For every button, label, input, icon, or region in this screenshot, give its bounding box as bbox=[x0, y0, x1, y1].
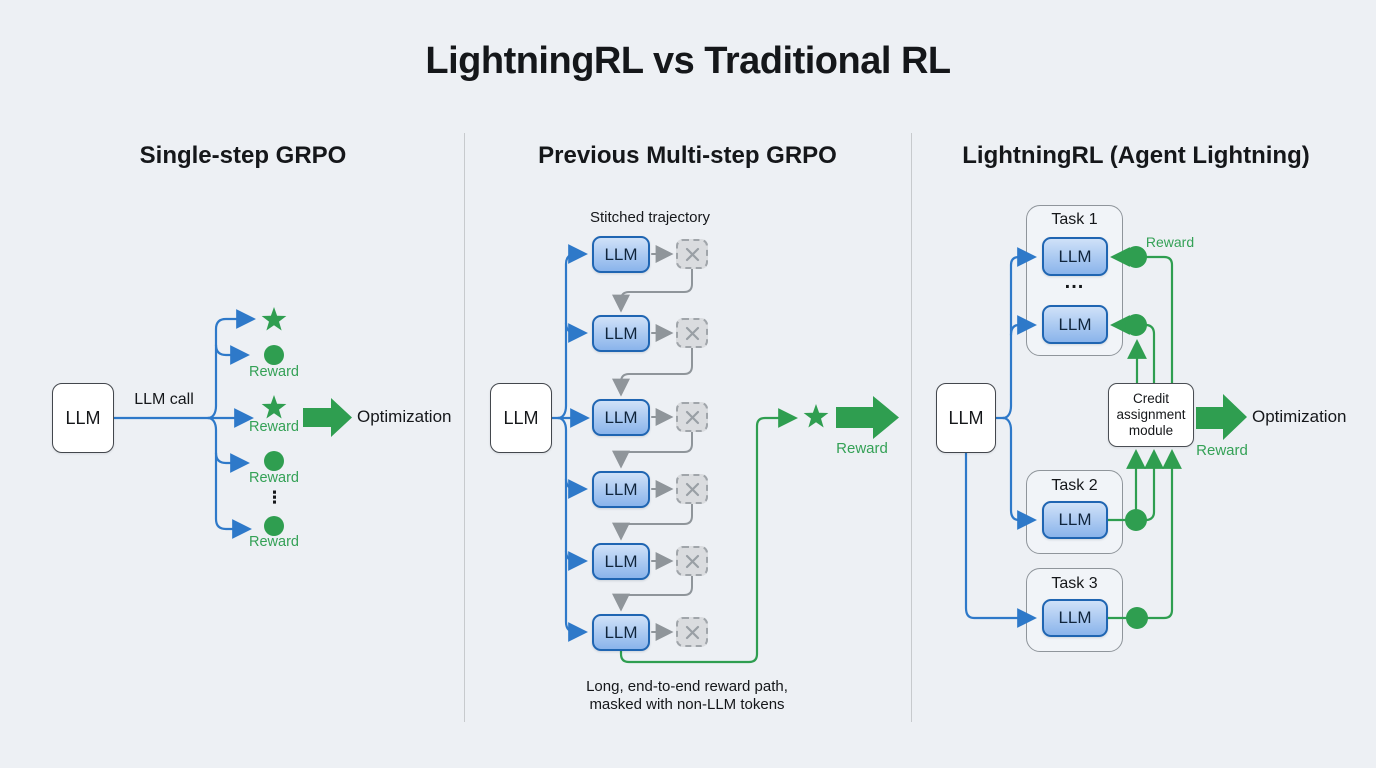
lightning-reward-connectors bbox=[1106, 247, 1182, 620]
single-step-reward-shapes bbox=[261, 307, 287, 536]
reward-label: Reward bbox=[1196, 442, 1248, 459]
star-icon bbox=[803, 404, 829, 428]
task1-llm-box: LLM bbox=[1042, 305, 1108, 344]
credit-assignment-module: Credit assignment module bbox=[1108, 383, 1194, 447]
llm-step-box: LLM bbox=[592, 543, 650, 580]
star-icon bbox=[261, 395, 287, 419]
masked-token-box bbox=[676, 239, 708, 269]
reward-label: Reward bbox=[249, 534, 299, 550]
llm-step-box: LLM bbox=[592, 236, 650, 273]
task2-label: Task 2 bbox=[1051, 477, 1098, 494]
optimization-arrow-icon bbox=[836, 396, 899, 439]
reward-label: Reward bbox=[249, 364, 299, 380]
panel-header-lightningrl: LightningRL (Agent Lightning) bbox=[962, 142, 1310, 169]
reward-label: Reward bbox=[836, 440, 888, 457]
task3-label: Task 3 bbox=[1051, 575, 1098, 592]
x-icon bbox=[685, 247, 699, 261]
caption-line-2: masked with non-LLM tokens bbox=[589, 696, 785, 713]
reward-label: Reward bbox=[249, 419, 299, 435]
optimization-arrow-icon bbox=[303, 398, 352, 437]
masked-token-box bbox=[676, 318, 708, 348]
panel-divider-right bbox=[911, 133, 912, 722]
multi-step-llm-box: LLM bbox=[490, 383, 552, 453]
llm-step-box: LLM bbox=[592, 471, 650, 508]
reward-circle-icon bbox=[264, 516, 284, 536]
masked-token-box bbox=[676, 474, 708, 504]
masked-token-box bbox=[676, 402, 708, 432]
reward-circle-icon bbox=[264, 345, 284, 365]
masked-token-box bbox=[676, 546, 708, 576]
llm-step-box: LLM bbox=[592, 399, 650, 436]
reward-circle-icon bbox=[1126, 607, 1148, 629]
lightning-llm-box: LLM bbox=[936, 383, 996, 453]
optimization-label: Optimization bbox=[1252, 407, 1347, 426]
x-icon bbox=[685, 554, 699, 568]
llm-call-label: LLM call bbox=[134, 391, 194, 408]
x-icon bbox=[685, 625, 699, 639]
single-step-sampling-connectors bbox=[112, 309, 256, 539]
optimization-arrow-icon bbox=[1196, 394, 1247, 440]
x-icon bbox=[685, 326, 699, 340]
lightning-sampling-connectors bbox=[964, 247, 1037, 628]
x-icon bbox=[685, 410, 699, 424]
end-to-end-reward-path bbox=[619, 408, 798, 664]
llm-step-box: LLM bbox=[592, 315, 650, 352]
optimization-label: Optimization bbox=[357, 407, 452, 426]
single-step-llm-box: LLM bbox=[52, 383, 114, 453]
ellipsis-label: ... bbox=[1064, 271, 1085, 293]
task1-label: Task 1 bbox=[1051, 211, 1098, 228]
reward-label: Reward bbox=[1145, 234, 1195, 250]
masked-token-connectors bbox=[612, 245, 693, 641]
task3-llm-box: LLM bbox=[1042, 599, 1108, 637]
vertical-ellipsis-icon: ⋮ bbox=[266, 488, 283, 507]
reward-circle-icon bbox=[1125, 314, 1147, 336]
stitched-trajectory-label: Stitched trajectory bbox=[589, 209, 711, 226]
task2-llm-box: LLM bbox=[1042, 501, 1108, 539]
page-title: LightningRL vs Traditional RL bbox=[425, 40, 951, 82]
reward-circle-icon bbox=[1125, 509, 1147, 531]
masked-token-box bbox=[676, 617, 708, 647]
lightning-reward-dots bbox=[1125, 246, 1148, 629]
star-icon bbox=[261, 307, 287, 331]
panel-header-multi-step: Previous Multi-step GRPO bbox=[538, 142, 837, 169]
task1-llm-box: LLM bbox=[1042, 237, 1108, 276]
reward-circle-icon bbox=[1125, 246, 1147, 268]
multi-step-sampling-connectors bbox=[550, 244, 590, 642]
reward-circle-icon bbox=[264, 451, 284, 471]
caption-line-1: Long, end-to-end reward path, bbox=[586, 678, 788, 695]
panel-header-single-step: Single-step GRPO bbox=[139, 142, 347, 169]
reward-label: Reward bbox=[249, 470, 299, 486]
panel-divider-left bbox=[464, 133, 465, 722]
llm-step-box: LLM bbox=[592, 614, 650, 651]
x-icon bbox=[685, 482, 699, 496]
